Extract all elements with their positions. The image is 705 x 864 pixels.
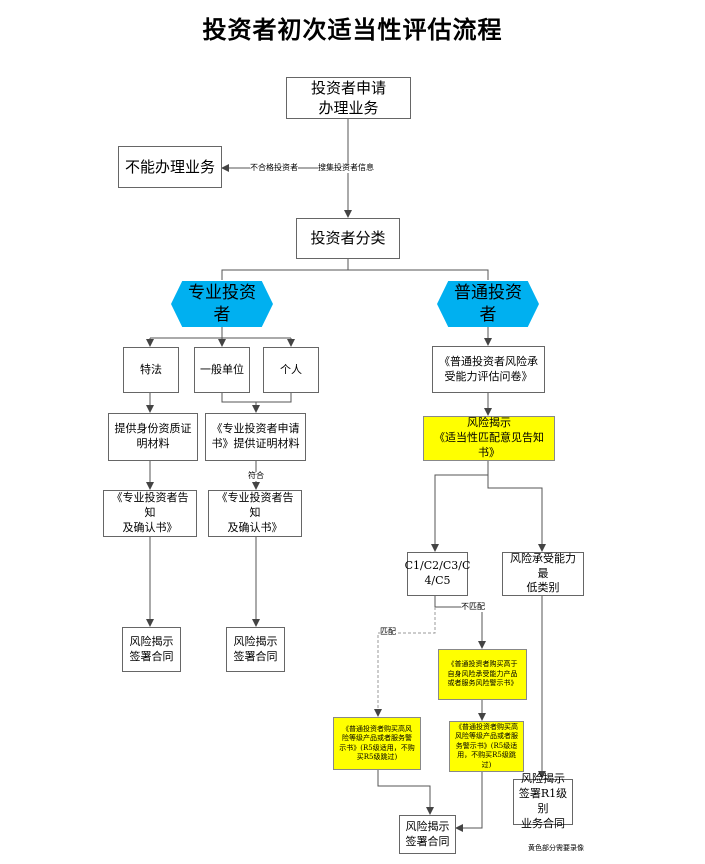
connector-classify-split — [221, 259, 349, 280]
node-classify: 投资者分类 — [296, 218, 400, 259]
node-sign-final: 风险揭示 签署合同 — [399, 815, 456, 854]
node-warn-higher: 《普通投资者购买高于 自身风险承受能力产品 或者服务风险警示书》 — [438, 649, 527, 700]
page-title: 投资者初次适当性评估流程 — [202, 15, 503, 44]
node-risk-sign-2: 风险揭示 签署合同 — [226, 627, 285, 672]
node-sign-r1: 风险揭示 签署R1级别 业务合同 — [513, 772, 573, 830]
label-no-match: 不匹配 — [461, 602, 485, 612]
node-c-levels: C1/C2/C3/C 4/C5 — [405, 552, 470, 596]
node-professional: 专业投资 者 — [171, 281, 273, 327]
node-pro-application: 《专业投资者申请 书》提供证明材料 — [205, 413, 306, 461]
node-warn-high-nomatch: 《普通投资者购买高 风险等级产品或者服 务警示书》(R5级适 用，不购买R5级跳… — [449, 721, 524, 772]
node-individual: 个人 — [263, 347, 319, 393]
node-pro-notice-2: 《专业投资者告知 及确认书》 — [208, 490, 302, 537]
footnote: 黄色部分需要录像 — [528, 844, 584, 852]
label-conform: 符合 — [248, 471, 264, 481]
label-collect-info: 搜集投资者信息 — [318, 163, 374, 173]
node-apply: 投资者申请 办理业务 — [286, 77, 411, 119]
node-pro-notice-1: 《专业投资者告知 及确认书》 — [103, 490, 197, 537]
node-special-law: 特法 — [123, 347, 179, 393]
node-reject: 不能办理业务 — [118, 146, 222, 188]
node-ordinary: 普通投资 者 — [437, 281, 539, 327]
node-questionnaire: 《普通投资者风险承 受能力评估问卷》 — [432, 346, 545, 393]
label-match: 匹配 — [380, 627, 396, 637]
node-risk-sign-1: 风险揭示 签署合同 — [122, 627, 181, 672]
node-risk-disclosure: 风险揭示 《适当性匹配意见告知书》 — [423, 416, 555, 461]
node-id-material: 提供身份资质证 明材料 — [108, 413, 198, 461]
node-general-unit: 一般单位 — [194, 347, 250, 393]
label-unqualified: 不合格投资者 — [250, 163, 298, 173]
node-warn-high-match: 《普通投资者购买高风 险等级产品或者服务警 示书》(R5级适用，不购 买R5级跳… — [333, 717, 421, 770]
node-lowest: 风险承受能力最 低类别 — [502, 552, 584, 596]
